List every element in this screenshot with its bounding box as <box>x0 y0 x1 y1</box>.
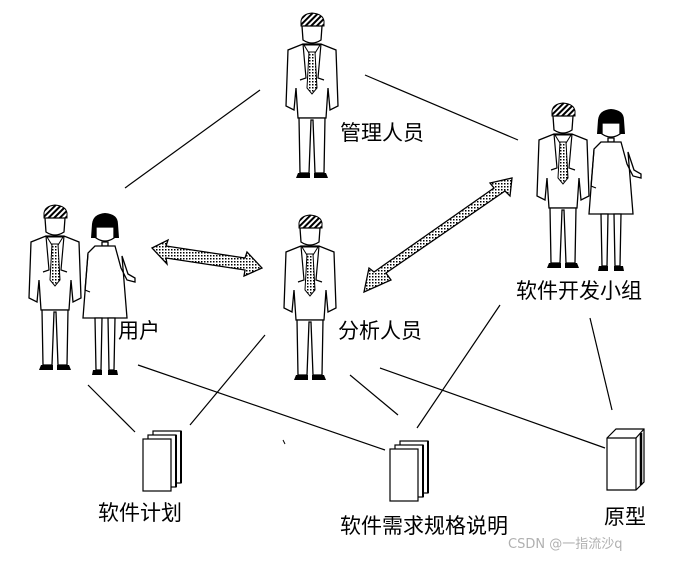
manager-figure <box>285 12 339 179</box>
small-mark <box>282 439 286 445</box>
user-figures <box>28 204 136 376</box>
prototype-label: 原型 <box>604 505 646 529</box>
srs-label: 软件需求规格说明 <box>340 514 508 538</box>
double-arrow-user-analyst <box>150 238 264 278</box>
user-label: 用户 <box>118 319 160 343</box>
analyst-figure <box>283 214 337 381</box>
prototype-box-icon <box>606 428 645 491</box>
line-manager-devteam <box>364 74 519 141</box>
srs-document-icon <box>389 440 429 502</box>
line-analyst-srs <box>349 374 399 416</box>
double-arrow-devteam-analyst <box>363 177 513 294</box>
devteam-label: 软件开发小组 <box>516 279 642 303</box>
line-devteam-srs <box>416 304 501 429</box>
plan-label: 软件计划 <box>98 501 182 525</box>
analyst-label: 分析人员 <box>338 319 422 343</box>
line-user-srs <box>137 364 386 451</box>
line-manager-user <box>124 89 261 189</box>
devteam-figures <box>536 102 642 272</box>
plan-document-icon <box>142 430 182 492</box>
watermark: CSDN @一指流沙q <box>508 537 622 552</box>
manager-label: 管理人员 <box>340 121 424 145</box>
line-analyst-prototype <box>379 367 606 449</box>
line-analyst-plan <box>189 334 266 426</box>
relation-lines <box>87 74 613 451</box>
line-devteam-prototype <box>589 317 613 411</box>
line-user-plan <box>87 384 136 433</box>
